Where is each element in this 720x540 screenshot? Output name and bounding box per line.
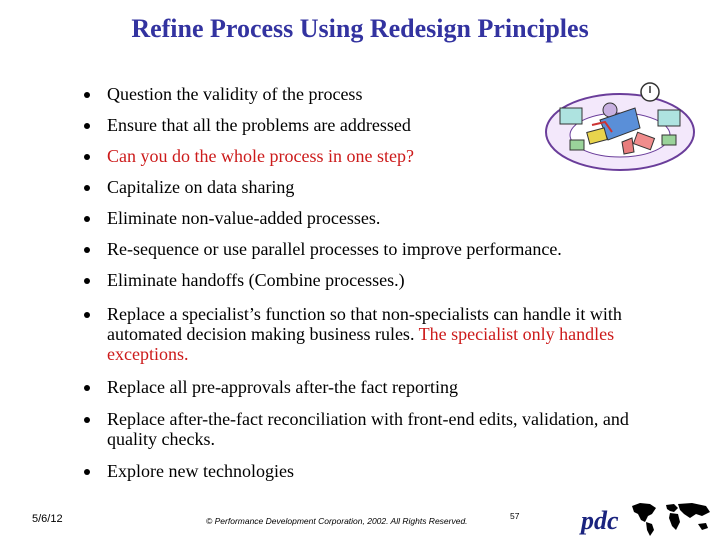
bullet-text: Explore new technologies: [107, 461, 294, 481]
bullet-text: Replace after-the-fact reconciliation wi…: [107, 409, 629, 449]
bullet-dot-icon: [84, 469, 90, 475]
bullet-text: Capitalize on data sharing: [107, 177, 295, 197]
bullet-item: Eliminate handoffs (Combine processes.): [84, 270, 677, 290]
bullet-text: Eliminate non-value-added processes.: [107, 208, 381, 228]
bullet-text: Ensure that all the problems are address…: [107, 115, 411, 135]
bullet-item: Ensure that all the problems are address…: [84, 115, 677, 135]
bullet-dot-icon: [84, 417, 90, 423]
bullet-text-highlight: The specialist only handles exceptions.: [107, 324, 615, 364]
footer-date: 5/6/12: [32, 513, 63, 525]
page-number: 57: [510, 511, 520, 521]
bullet-dot-icon: [84, 247, 90, 253]
bullet-dot-icon: [84, 312, 90, 318]
bullet-dot-icon: [84, 185, 90, 191]
bullet-dot-icon: [84, 278, 90, 284]
bullet-item: Replace a specialist’s function so that …: [84, 304, 677, 364]
bullet-item: Question the validity of the process: [84, 84, 677, 104]
meeting-clipart-icon: [545, 82, 695, 171]
bullet-dot-icon: [84, 92, 90, 98]
bullet-dot-icon: [84, 123, 90, 129]
bullet-dot-icon: [84, 216, 90, 222]
bullet-item: Can you do the whole process in one step…: [84, 146, 677, 166]
bullet-text: Re-sequence or use parallel processes to…: [107, 239, 562, 259]
bullet-text: Eliminate handoffs (Combine processes.): [107, 270, 405, 290]
bullet-item: Re-sequence or use parallel processes to…: [84, 239, 677, 259]
bullet-item: Eliminate non-value-added processes.: [84, 208, 677, 228]
bullet-text-highlight: Can you do the whole process in one step…: [107, 146, 414, 166]
bullet-text: Question the validity of the process: [107, 84, 363, 104]
bullet-item: Replace all pre-approvals after-the fact…: [84, 377, 677, 397]
footer-copyright: © Performance Development Corporation, 2…: [206, 516, 468, 526]
bullet-item: Replace after-the-fact reconciliation wi…: [84, 409, 677, 449]
bullet-item: Explore new technologies: [84, 461, 677, 481]
bullet-item: Capitalize on data sharing: [84, 177, 677, 197]
bullet-text: Replace all pre-approvals after-the fact…: [107, 377, 458, 397]
bullet-dot-icon: [84, 154, 90, 160]
world-map-icon: [632, 503, 710, 536]
bullet-text: Replace a specialist’s function so that …: [107, 304, 622, 344]
pdc-logo: pdc: [581, 506, 619, 535]
slide-title: Refine Process Using Redesign Principles: [131, 14, 589, 43]
bullet-dot-icon: [84, 385, 90, 391]
